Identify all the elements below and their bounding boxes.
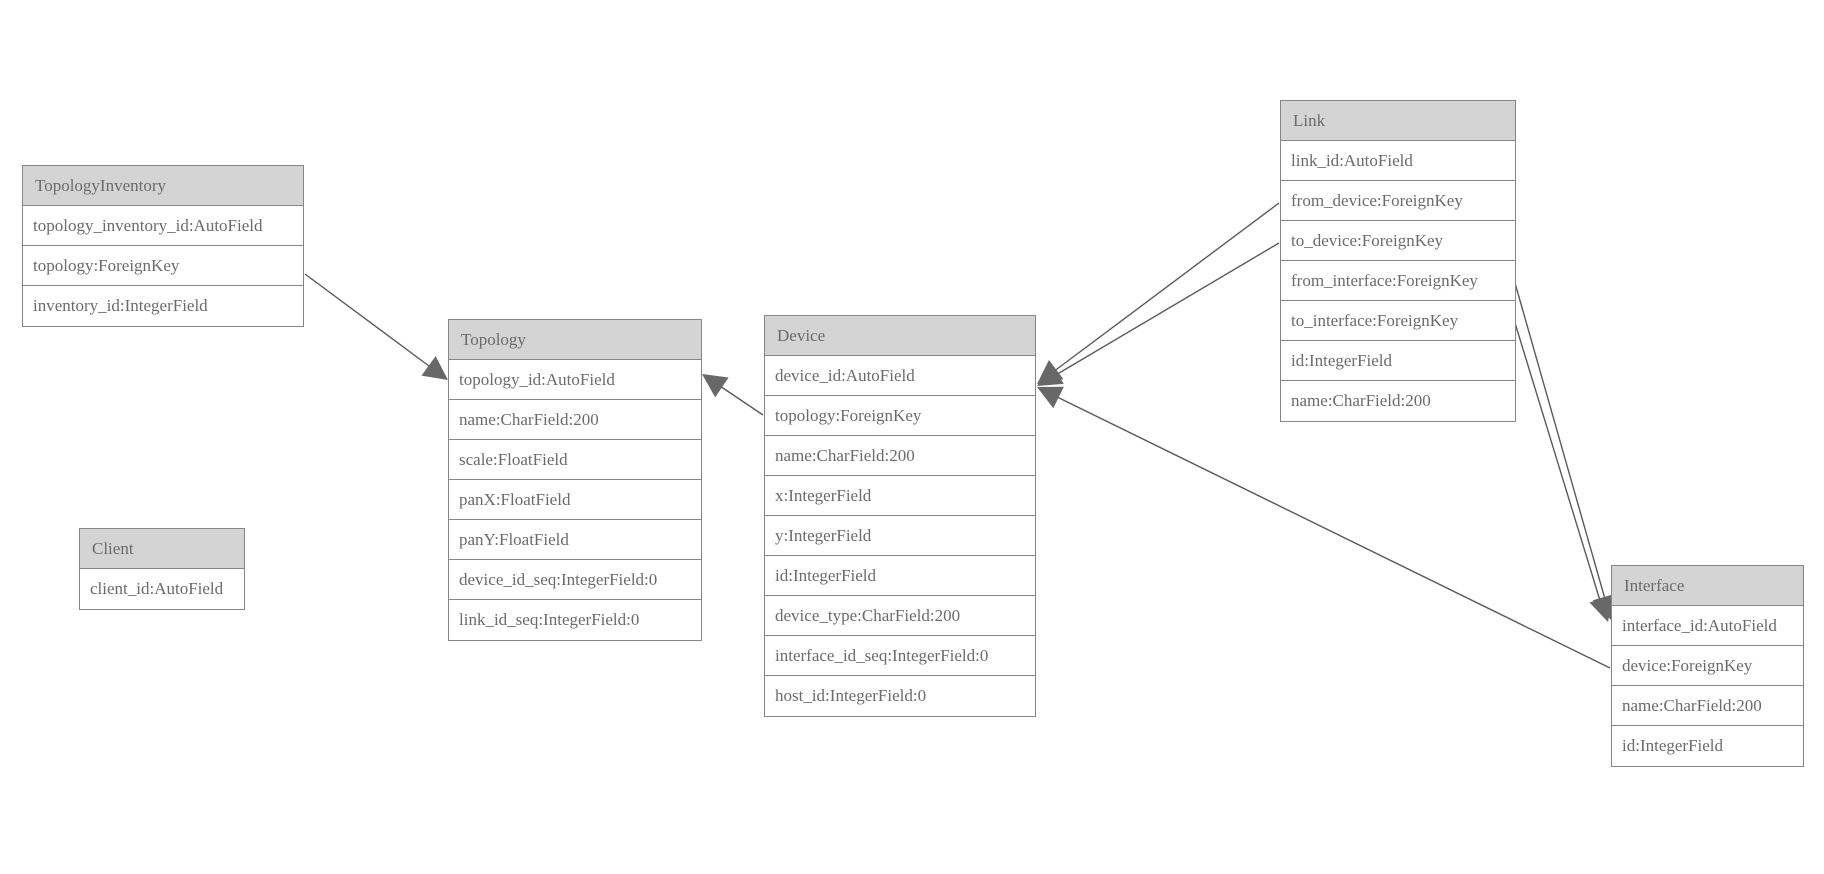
entity-title-topology_inventory: TopologyInventory <box>23 166 303 206</box>
entity-field-row: topology:ForeignKey <box>765 396 1035 436</box>
entity-field-row: topology_inventory_id:AutoField <box>23 206 303 246</box>
entity-field-row: name:CharField:200 <box>1612 686 1803 726</box>
entity-field-row: device_type:CharField:200 <box>765 596 1035 636</box>
entity-field-row: panX:FloatField <box>449 480 701 520</box>
entity-field-row: from_interface:ForeignKey <box>1281 261 1515 301</box>
entity-field-row: device_id:AutoField <box>765 356 1035 396</box>
entity-field-row: link_id:AutoField <box>1281 141 1515 181</box>
entity-title-device: Device <box>765 316 1035 356</box>
relation-device-topology <box>702 374 764 416</box>
entity-field-row: name:CharField:200 <box>449 400 701 440</box>
entity-field-row: inventory_id:IntegerField <box>23 286 303 326</box>
entity-field-row: host_id:IntegerField:0 <box>765 676 1035 716</box>
relation-line <box>1514 322 1603 608</box>
entity-field-row: from_device:ForeignKey <box>1281 181 1515 221</box>
relation-topologyinventory-topology <box>304 273 448 380</box>
entity-field-row: device_id_seq:IntegerField:0 <box>449 560 701 600</box>
entity-field-row: name:CharField:200 <box>1281 381 1515 421</box>
entity-title-interface: Interface <box>1612 566 1803 606</box>
relation-line <box>1048 202 1280 376</box>
relation-link-to-device <box>1037 242 1280 386</box>
relation-line <box>1514 282 1608 607</box>
entity-title-topology: Topology <box>449 320 701 360</box>
entity-field-row: interface_id_seq:IntegerField:0 <box>765 636 1035 676</box>
entity-field-row: x:IntegerField <box>765 476 1035 516</box>
relation-arrowhead <box>1037 386 1064 409</box>
relation-line <box>713 381 764 416</box>
entity-title-client: Client <box>80 529 244 569</box>
relation-link-to-interface <box>1514 322 1613 622</box>
entity-field-row: client_id:AutoField <box>80 569 244 609</box>
relation-line <box>1048 392 1611 669</box>
entity-field-row: y:IntegerField <box>765 516 1035 556</box>
entity-field-row: name:CharField:200 <box>765 436 1035 476</box>
entity-field-row: interface_id:AutoField <box>1612 606 1803 646</box>
entity-field-row: panY:FloatField <box>449 520 701 560</box>
entity-field-row: id:IntegerField <box>1281 341 1515 381</box>
entity-field-row: link_id_seq:IntegerField:0 <box>449 600 701 640</box>
entity-field-row: scale:FloatField <box>449 440 701 480</box>
relation-line <box>304 273 438 373</box>
entity-field-row: topology_id:AutoField <box>449 360 701 400</box>
relation-link-from-interface <box>1514 282 1616 620</box>
entity-field-row: to_device:ForeignKey <box>1281 221 1515 261</box>
relation-line <box>1048 242 1280 380</box>
relation-link-from-device <box>1037 202 1280 384</box>
entity-field-row: to_interface:ForeignKey <box>1281 301 1515 341</box>
entity-field-row: id:IntegerField <box>765 556 1035 596</box>
entity-field-row: id:IntegerField <box>1612 726 1803 766</box>
entity-field-row: device:ForeignKey <box>1612 646 1803 686</box>
entity-field-row: topology:ForeignKey <box>23 246 303 286</box>
entity-title-link: Link <box>1281 101 1515 141</box>
